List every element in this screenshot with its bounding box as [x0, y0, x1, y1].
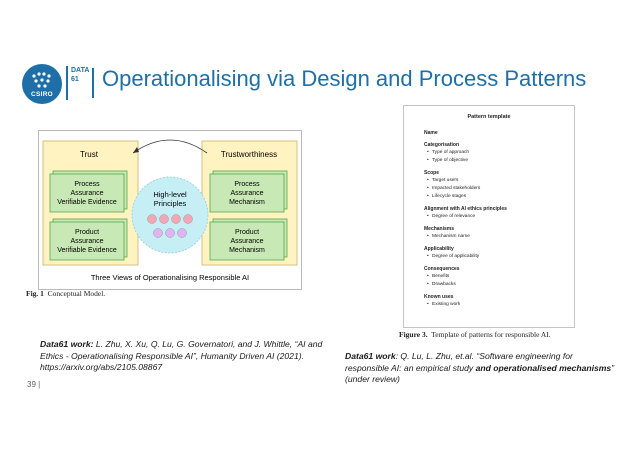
list-item: Existing work [427, 302, 460, 307]
right-top-box [209, 173, 285, 213]
left-top-box-line1: Process [74, 181, 100, 188]
left-top-box [49, 173, 125, 213]
figure3-caption: Figure 3. Template of patterns for respo… [399, 330, 551, 339]
list-item: Drawbacks [427, 282, 456, 287]
slide-title: Operationalising via Design and Process … [102, 66, 587, 91]
pattern-template-figure: Pattern template Name Categorisation Typ… [403, 105, 575, 328]
figure3-caption-label: Figure 3. [399, 330, 428, 339]
right-bottom-box-line2: Assurance [230, 238, 263, 245]
title-divider [92, 68, 94, 98]
reference-1-text: L. Zhu, X. Xu, Q. Lu, G. Governatori, an… [40, 339, 323, 372]
reference-2-text2: ” (under review) [345, 362, 615, 385]
list-item: Benefits [427, 274, 449, 279]
csiro-logo-mark [32, 72, 51, 88]
right-top-box-line3: Mechanism [229, 199, 265, 206]
principle-dot [165, 228, 175, 238]
left-bottom-box-line2: Assurance [70, 238, 103, 245]
left-bottom-box [49, 221, 125, 261]
right-bottom-box-line1: Product [235, 229, 259, 236]
trustworthiness-panel-title: Trustworthiness [221, 150, 277, 159]
reference-1-label: Data61 work: [40, 339, 94, 349]
section-scope: Scope [424, 170, 440, 176]
trust-panel-title: Trust [80, 150, 99, 159]
arrow-head-icon [133, 147, 139, 153]
section-alignment: Alignment with AI ethics principles [424, 206, 507, 212]
list-item: Lifecycle stages [427, 194, 466, 199]
reference-2-bold: and operationalised mechanisms [475, 362, 612, 373]
list-item: Type of approach [427, 150, 469, 155]
reference-2-text1: : Q. Lu, L. Zhu, et.al. “Software engine… [345, 351, 573, 373]
center-label-line2: Principles [154, 199, 187, 208]
left-top-box-line3: Verifiable Evidence [57, 199, 117, 206]
data61-logo-line1: DATA [71, 67, 90, 74]
high-level-principles-circle [131, 176, 209, 254]
section-consequences: Consequences [424, 266, 460, 272]
pattern-template-title: Pattern template [467, 114, 511, 120]
list-item: Type of objective [427, 158, 468, 163]
figure3-caption-text: Template of patterns for responsible AI. [431, 330, 551, 339]
principle-dot [159, 214, 169, 224]
left-bottom-box-line3: Verifiable Evidence [57, 247, 117, 254]
list-item: Degree of relevance [427, 214, 475, 219]
principle-dot [171, 214, 181, 224]
page-number: 39 | [27, 380, 41, 389]
section-applicability: Applicability [424, 246, 454, 252]
section-name: Name [424, 130, 438, 136]
center-label-line1: High-level [153, 190, 187, 199]
figure1-bottom-label: Three Views of Operationalising Responsi… [91, 273, 249, 282]
conceptual-model-figure: Trust Trustworthiness Process Assurance … [38, 130, 302, 290]
figure1-caption-label: Fig. 1 [26, 289, 44, 298]
left-top-box-line2: Assurance [70, 190, 103, 197]
principle-dot [147, 214, 157, 224]
csiro-logo-text: CSIRO [30, 91, 54, 98]
reference-2: Data61 work: Q. Lu, L. Zhu, et.al. “Soft… [345, 351, 615, 386]
right-top-box-line2: Assurance [230, 190, 263, 197]
right-bottom-box [209, 221, 285, 261]
list-item: Degree of applicability [427, 254, 479, 259]
principle-dot [177, 228, 187, 238]
left-bottom-box-line1: Product [75, 229, 99, 236]
section-categorisation: Categorisation [424, 142, 460, 148]
conceptual-model-diagram: Trust Trustworthiness Process Assurance … [42, 139, 298, 282]
right-bottom-box-line3: Mechanism [229, 247, 265, 254]
list-item: Target users [427, 178, 458, 183]
figure1-caption-text: Conceptual Model. [47, 289, 106, 298]
list-item: Impacted stakeholders [427, 186, 480, 191]
data61-logo-line2: 61 [71, 76, 79, 83]
csiro-logo: CSIRO [22, 64, 62, 104]
right-top-box-line1: Process [234, 181, 260, 188]
figure1-caption: Fig. 1 Conceptual Model. [26, 289, 105, 298]
section-mechanisms: Mechanisms [424, 226, 455, 232]
principle-dot [183, 214, 193, 224]
section-known-uses: Known uses [424, 294, 454, 300]
reference-2-label: Data61 work [345, 351, 396, 361]
principle-dot [153, 228, 163, 238]
reference-1: Data61 work: L. Zhu, X. Xu, Q. Lu, G. Go… [40, 339, 330, 374]
data61-logo: DATA 61 [66, 66, 93, 100]
curved-arrow [132, 139, 208, 154]
list-item: Mechanism name [427, 234, 470, 239]
